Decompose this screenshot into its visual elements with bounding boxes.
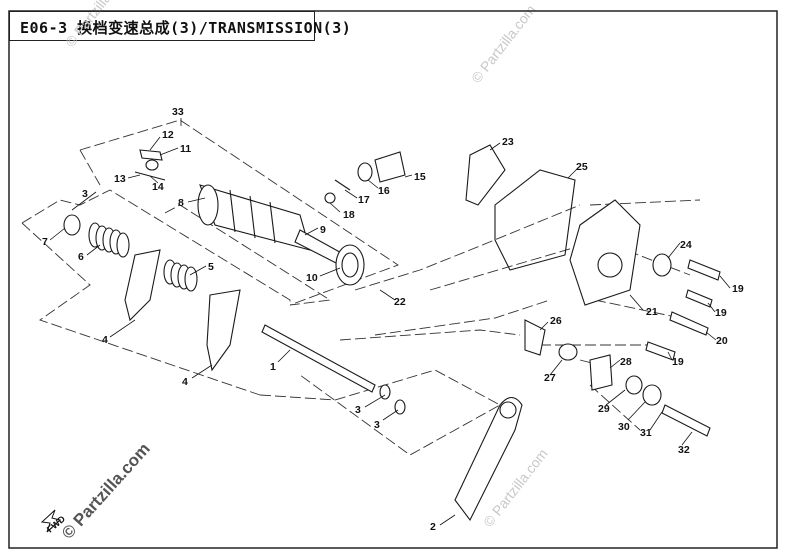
callout-3a: 3 [355, 404, 361, 416]
fwd-arrow: FWD [40, 509, 67, 535]
shift-shaft [261, 324, 376, 393]
callout-30: 30 [618, 421, 630, 433]
callout-19b: 19 [715, 307, 727, 319]
callout-12: 12 [162, 129, 174, 141]
shift-drum-groove-b [249, 195, 256, 239]
callout-31: 31 [640, 427, 652, 439]
callout-11: 11 [180, 143, 191, 155]
callout-21: 21 [646, 306, 658, 318]
callout-19a: 19 [732, 283, 744, 295]
callout-3c: 3 [82, 188, 88, 200]
washer-a [379, 384, 391, 400]
cover-gasket [494, 169, 576, 271]
detent-spring [334, 179, 351, 191]
callout-14: 14 [152, 181, 164, 193]
diagram-frame [8, 10, 778, 549]
bolt-d [645, 341, 676, 361]
detent-ball [324, 192, 336, 204]
cover-boss [597, 252, 623, 278]
callout-6: 6 [78, 251, 84, 263]
shift-fork-right [206, 289, 241, 372]
callout-22: 22 [394, 296, 406, 308]
cup [63, 214, 81, 236]
callout-16: 16 [378, 185, 390, 197]
callout-29: 29 [598, 403, 610, 415]
shift-fork-left [124, 249, 161, 322]
callout-8: 8 [178, 197, 184, 209]
shift-drum-groove-c [269, 201, 276, 244]
parts-group [63, 144, 721, 522]
callout-10: 10 [306, 272, 318, 284]
callout-5: 5 [208, 261, 214, 273]
screw [139, 149, 163, 161]
oil-seal [652, 253, 672, 277]
callout-7: 7 [42, 236, 48, 248]
spring-6 [88, 222, 130, 258]
callout-9: 9 [320, 224, 326, 236]
callout-23: 23 [502, 136, 514, 148]
bolt-a [687, 259, 721, 281]
shift-lever [465, 144, 506, 206]
callout-2: 2 [430, 521, 436, 533]
washer-c [625, 375, 643, 395]
spring-5 [163, 259, 198, 292]
callout-13: 13 [114, 173, 126, 185]
bolt-e [661, 404, 711, 437]
callout-26: 26 [550, 315, 562, 327]
pin-washer [357, 162, 373, 182]
stopper-plate [524, 319, 546, 356]
callout-1: 1 [270, 361, 276, 373]
callout-19c: 19 [672, 356, 684, 368]
gearshift-cover [569, 199, 641, 306]
torsion-spring [642, 384, 662, 406]
callout-4a: 4 [102, 334, 108, 346]
diagram-title-box: E06-3 换档变速总成(3)/TRANSMISSION(3) [9, 11, 351, 41]
shift-drum-end [197, 184, 219, 226]
callout-3b: 3 [374, 419, 380, 431]
pin [374, 151, 406, 183]
callout-4b: 4 [182, 376, 188, 388]
callout-18: 18 [343, 209, 355, 221]
bolt-b [685, 289, 713, 308]
callout-28: 28 [620, 356, 632, 368]
callout-20: 20 [716, 335, 728, 347]
callout-32: 32 [678, 444, 690, 456]
collar [558, 343, 578, 361]
shift-arm [454, 396, 523, 522]
shift-arm-hole [499, 401, 517, 419]
callout-25: 25 [576, 161, 588, 173]
diagram-title: E06-3 换档变速总成(3)/TRANSMISSION(3) [20, 19, 352, 37]
shift-drum-groove-a [229, 189, 236, 233]
callout-17: 17 [358, 194, 370, 206]
sector-gear [589, 354, 613, 391]
callout-15: 15 [414, 171, 426, 183]
plate [145, 159, 159, 171]
bolt-c [669, 311, 709, 336]
bearing-inner [341, 252, 359, 278]
callout-27: 27 [544, 372, 556, 384]
callout-leaders [49, 118, 731, 526]
callout-24: 24 [680, 239, 692, 251]
callout-33: 33 [172, 106, 184, 118]
callout-labels: 1 2 3 3 3 4 4 5 6 7 8 9 10 11 12 13 14 1… [42, 106, 744, 533]
washer-b [394, 399, 406, 415]
